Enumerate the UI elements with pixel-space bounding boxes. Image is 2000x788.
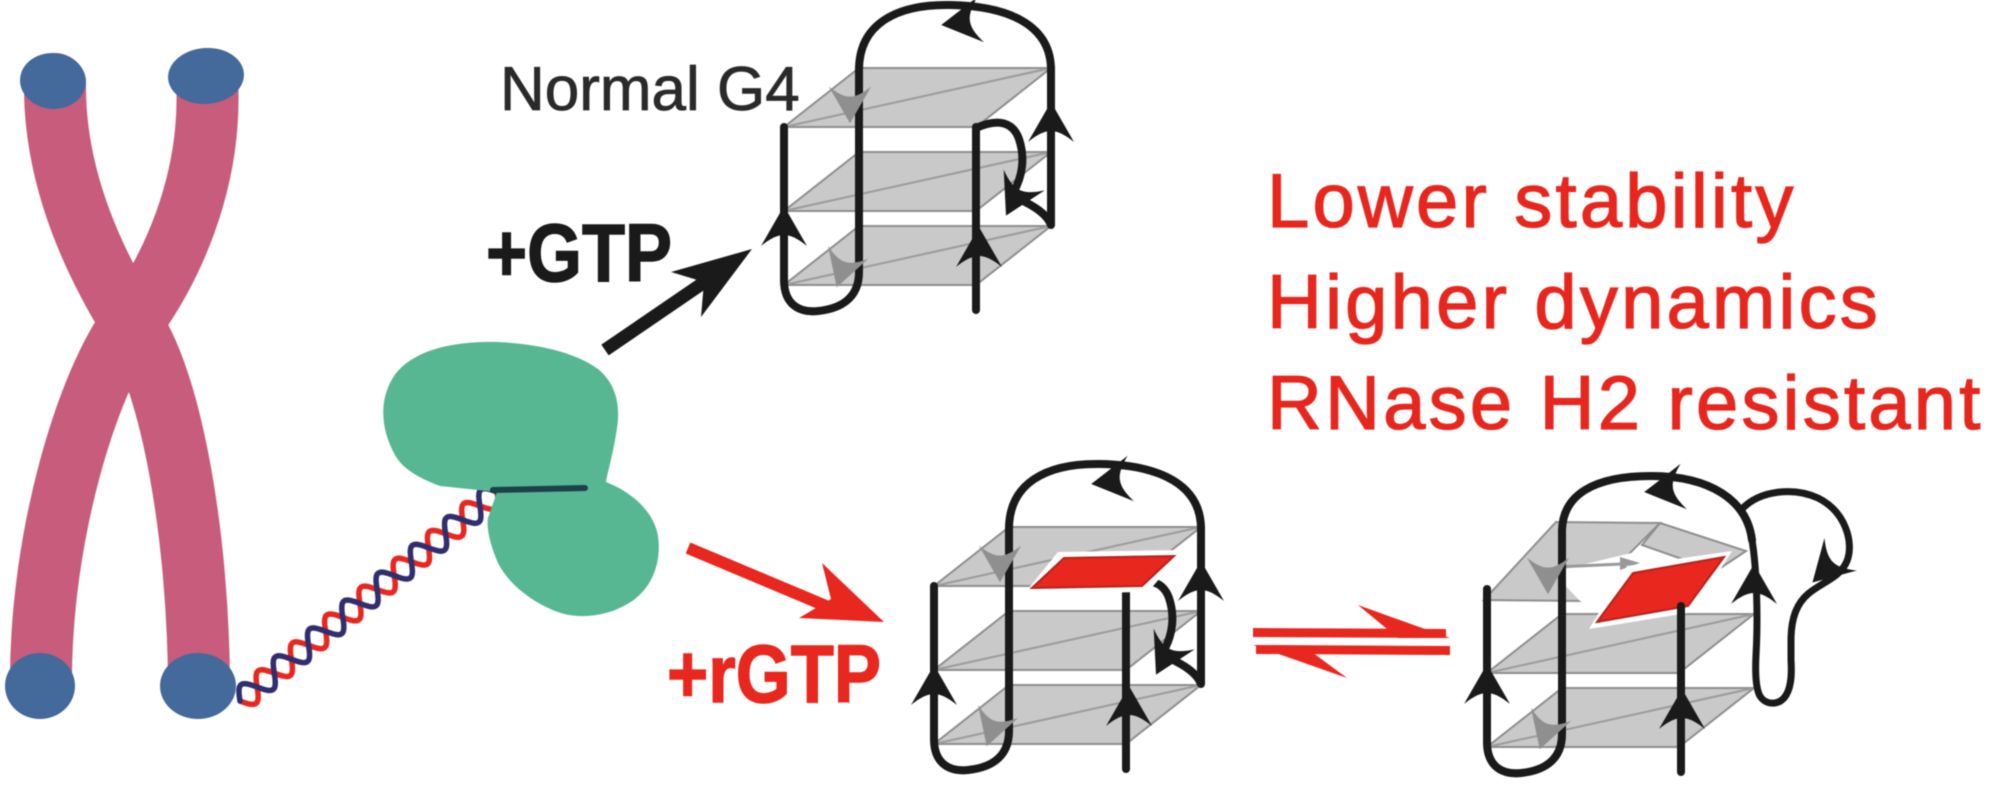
svg-text:Lower stability: Lower stability: [1267, 159, 1797, 244]
svg-text:+GTP: +GTP: [486, 208, 672, 299]
svg-text:RNase H2 resistant: RNase H2 resistant: [1267, 361, 1984, 446]
svg-text:+rGTP: +rGTP: [667, 629, 881, 720]
svg-text:Normal G4: Normal G4: [500, 55, 800, 124]
svg-text:Higher dynamics: Higher dynamics: [1267, 260, 1881, 345]
